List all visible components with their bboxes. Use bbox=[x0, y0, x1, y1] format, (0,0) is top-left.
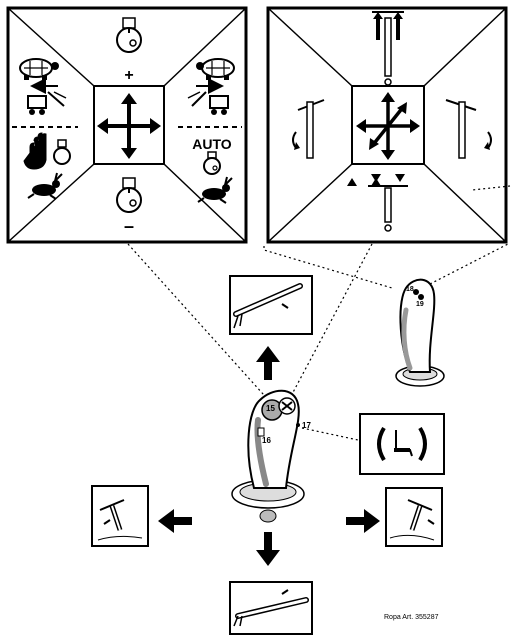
hand-icon bbox=[23, 132, 71, 170]
turtle-icon bbox=[196, 58, 235, 80]
label-17: 17 bbox=[302, 421, 311, 430]
tilt-left-icon bbox=[292, 99, 325, 159]
eight-way-arrow-icon bbox=[360, 98, 416, 154]
connector-lines bbox=[127, 185, 511, 441]
button-16 bbox=[257, 427, 265, 437]
machine-icon bbox=[187, 91, 229, 115]
left-arrow-icon bbox=[158, 509, 192, 533]
rabbit-icon bbox=[27, 172, 63, 200]
four-way-arrow-icon bbox=[104, 100, 154, 152]
article-number: Ropa Art. 355287 bbox=[384, 614, 439, 621]
label-19: 19 bbox=[416, 301, 424, 308]
tilt-right-icon bbox=[445, 99, 492, 159]
pump-icon bbox=[116, 17, 142, 53]
minus-sign: – bbox=[124, 216, 134, 236]
seat-icon bbox=[394, 430, 413, 457]
backward-arrow-icon bbox=[256, 532, 280, 566]
label-16: 16 bbox=[262, 436, 271, 445]
backward-function-box bbox=[229, 581, 313, 635]
arrow-icon bbox=[281, 589, 289, 595]
direction-arrows bbox=[158, 346, 380, 566]
forward-arrow-icon bbox=[256, 346, 280, 380]
right-function-panel bbox=[266, 6, 508, 244]
pump-icon bbox=[203, 151, 221, 175]
label-15: 15 bbox=[266, 404, 275, 413]
right-function-box bbox=[385, 487, 443, 547]
arrow-icon bbox=[281, 303, 289, 309]
raise-unit-icon bbox=[372, 11, 404, 86]
right-arrow-icon bbox=[346, 509, 380, 533]
pump-icon bbox=[116, 177, 142, 213]
label-18: 18 bbox=[406, 286, 414, 293]
main-joystick: 15 16 17 bbox=[231, 389, 311, 523]
auto-label: AUTO bbox=[192, 136, 232, 152]
secondary-joystick: 18 19 bbox=[395, 278, 445, 387]
machine-icon bbox=[27, 91, 67, 115]
lower-unit-icon bbox=[347, 174, 408, 232]
left-function-box bbox=[91, 485, 149, 547]
left-function-panel: + – bbox=[6, 6, 248, 244]
button-17 bbox=[296, 423, 300, 427]
rabbit-icon bbox=[197, 176, 233, 204]
forward-function-box bbox=[229, 275, 313, 335]
seat-function-box bbox=[359, 413, 445, 475]
plus-sign: + bbox=[124, 67, 133, 84]
turtle-icon bbox=[19, 58, 59, 80]
